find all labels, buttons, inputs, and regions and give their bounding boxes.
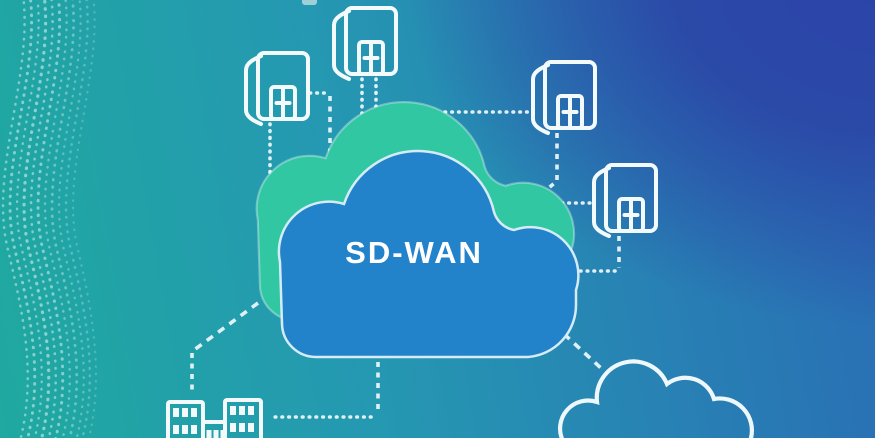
sdwan-cloud-group: SD-WAN bbox=[255, 101, 580, 359]
building-branch-d bbox=[592, 163, 658, 238]
sdwan-label: SD-WAN bbox=[345, 235, 483, 270]
building-branch-b bbox=[244, 51, 310, 126]
campus-windows bbox=[173, 406, 254, 438]
building-branch-a bbox=[332, 6, 398, 81]
cloud-front-blue bbox=[277, 149, 580, 359]
link-campus-diag bbox=[192, 301, 260, 352]
building-branch-c bbox=[531, 60, 597, 135]
building-campus bbox=[166, 398, 263, 438]
link-internet-diag bbox=[562, 332, 605, 372]
links bbox=[190, 77, 621, 419]
dot-swirl-pattern bbox=[1, 0, 98, 438]
internet-cloud-icon bbox=[557, 359, 754, 438]
top-edge-fragment bbox=[302, 0, 317, 5]
